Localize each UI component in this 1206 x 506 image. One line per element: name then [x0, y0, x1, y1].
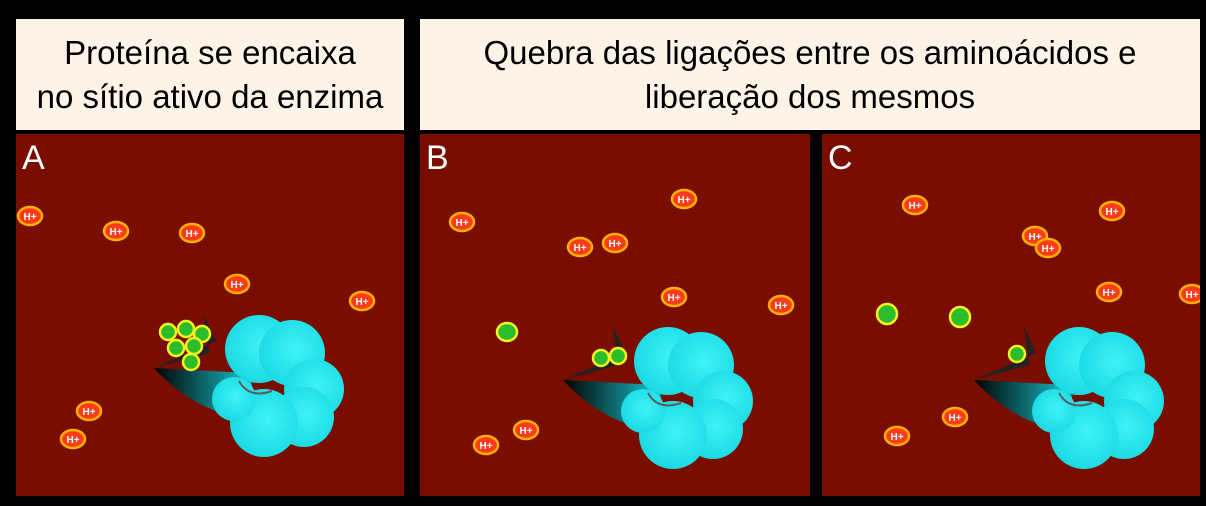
- panel-b: H+ H+ H+ H+ H+ H+ H+ H+ B: [420, 134, 810, 496]
- amino-acid-icon: [948, 305, 972, 329]
- proton-label: H+: [1028, 232, 1041, 243]
- proton-label: H+: [23, 212, 36, 223]
- amino-acid-icon: [1007, 344, 1027, 364]
- proton-label: H+: [185, 229, 198, 240]
- enzyme-icon: [974, 327, 1164, 469]
- proton-label: H+: [677, 195, 690, 206]
- panel-c: H+H+H+H+H+H+H+H+ C: [822, 134, 1200, 496]
- proton-icon: H+: [512, 419, 540, 441]
- panel-c-scene: H+H+H+H+H+H+H+H+: [875, 194, 1200, 469]
- proton-label: H+: [1185, 290, 1198, 301]
- proton-label: H+: [573, 243, 586, 254]
- caption-a-line-2: no sítio ativo da enzima: [36, 77, 384, 115]
- proton-label: H+: [1041, 244, 1054, 255]
- proton-icon: H+: [178, 222, 206, 244]
- amino-acid-icon: [166, 338, 186, 358]
- proton-label: H+: [1102, 288, 1115, 299]
- proton-label: H+: [608, 239, 621, 250]
- amino-acid-icon: [176, 319, 196, 339]
- proton-label: H+: [948, 413, 961, 424]
- proton-label: H+: [66, 435, 79, 446]
- amino-acid-icon: [158, 322, 178, 342]
- proton-label: H+: [519, 426, 532, 437]
- proton-icon: H+: [102, 220, 130, 242]
- proton-icon: H+: [223, 273, 251, 295]
- proton-icon: H+: [660, 286, 688, 308]
- amino-acid-icon: [608, 346, 628, 366]
- proton-icon: H+: [472, 434, 500, 456]
- proton-icon: H+: [941, 406, 969, 428]
- proton-icon: H+: [767, 294, 795, 316]
- proton-icon: H+: [1034, 237, 1062, 259]
- proton-icon: H+: [1178, 283, 1200, 305]
- proton-icon: H+: [1095, 281, 1123, 303]
- enzyme-icon: [154, 315, 344, 457]
- amino-acid-icon: [495, 321, 519, 343]
- proton-icon: H+: [566, 236, 594, 258]
- panel-a-letter: A: [22, 139, 45, 177]
- proton-label: H+: [230, 280, 243, 291]
- proton-icon: H+: [348, 290, 376, 312]
- proton-label: H+: [774, 301, 787, 312]
- amino-acid-icon: [591, 348, 611, 368]
- proton-label: H+: [355, 297, 368, 308]
- enzyme-icon: [563, 327, 753, 469]
- caption-a-line-1: Proteína se encaixa: [64, 33, 356, 71]
- panel-a-scene: H+ H+ H+ H+ H+ H+ H+: [16, 205, 376, 457]
- proton-group: H+ H+ H+ H+ H+ H+ H+ H+: [448, 188, 795, 456]
- proton-icon: H+: [16, 205, 44, 227]
- proton-label: H+: [455, 218, 468, 229]
- proton-icon: H+: [901, 194, 929, 216]
- proton-icon: H+: [1098, 200, 1126, 222]
- caption-bc-line-2: liberação dos mesmos: [644, 77, 976, 115]
- proton-label: H+: [1105, 207, 1118, 218]
- caption-bc-line-1: Quebra das ligações entre os aminoácidos…: [483, 33, 1137, 71]
- amino-acid-icon: [184, 336, 204, 356]
- proton-label: H+: [479, 441, 492, 452]
- amino-acid-icon: [875, 302, 899, 326]
- proton-group: H+H+H+H+H+H+H+H+: [883, 194, 1200, 447]
- proton-label: H+: [908, 201, 921, 212]
- proton-icon: H+: [670, 188, 698, 210]
- caption-a: Proteína se encaixa no sítio ativo da en…: [16, 19, 404, 130]
- panel-a: H+ H+ H+ H+ H+ H+ H+ A: [16, 134, 404, 496]
- proton-label: H+: [82, 407, 95, 418]
- proton-icon: H+: [75, 400, 103, 422]
- amino-acid-cluster: [158, 319, 212, 372]
- proton-icon: H+: [448, 211, 476, 233]
- proton-group: H+ H+ H+ H+ H+ H+ H+: [16, 205, 376, 450]
- amino-acid-icon: [181, 352, 201, 372]
- panel-b-letter: B: [426, 139, 449, 177]
- panel-b-scene: H+ H+ H+ H+ H+ H+ H+ H+: [448, 188, 795, 469]
- caption-bc: Quebra das ligações entre os aminoácidos…: [420, 19, 1200, 130]
- panel-c-letter: C: [828, 139, 853, 177]
- proton-icon: H+: [601, 232, 629, 254]
- proton-label: H+: [109, 227, 122, 238]
- proton-label: H+: [667, 293, 680, 304]
- proton-label: H+: [890, 432, 903, 443]
- proton-icon: H+: [883, 425, 911, 447]
- proton-icon: H+: [59, 428, 87, 450]
